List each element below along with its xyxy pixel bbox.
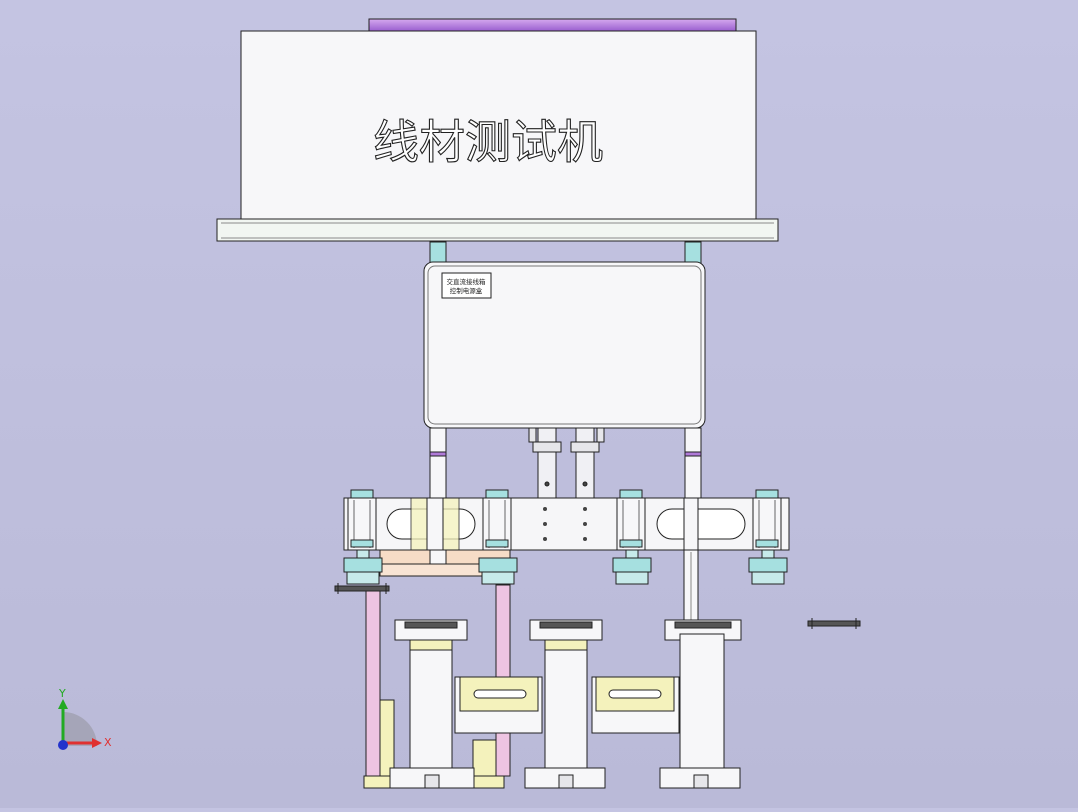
z-axis-origin	[58, 740, 68, 750]
axis-triad	[58, 699, 102, 750]
left-probe-bar	[334, 585, 390, 592]
right-probe-bar	[807, 620, 861, 627]
control-panel	[423, 261, 706, 429]
panel-nameplate	[441, 272, 492, 299]
cylinder-heads	[343, 557, 788, 585]
cylinder-3	[616, 489, 646, 559]
left-pink-rail	[365, 589, 381, 777]
station-3	[659, 619, 742, 789]
top-purple-strip	[368, 18, 737, 32]
housing-body	[240, 30, 757, 220]
beam-bolt-pattern	[543, 507, 587, 541]
cylinder-1	[347, 489, 377, 559]
station-1	[363, 619, 505, 789]
x-axis-label: X	[104, 736, 112, 749]
y-axis-label: Y	[58, 687, 66, 700]
machine-title: 线材测试机	[373, 115, 603, 169]
upper-posts	[429, 241, 702, 265]
cylinder-2	[482, 489, 512, 559]
control-box	[423, 261, 706, 429]
cylinder-4	[752, 489, 782, 559]
beam-cylinders	[347, 489, 782, 559]
cross-beam	[343, 497, 790, 551]
probe-bars	[334, 583, 861, 629]
slot-blocks	[454, 676, 680, 734]
support-columns	[429, 427, 702, 623]
nameplate-line1: 交直流接线箱	[447, 277, 487, 286]
nameplate-line2: 控制电源盒	[450, 286, 483, 295]
station-2	[524, 619, 606, 789]
housing-base-plate	[216, 218, 779, 242]
top-housing	[216, 18, 779, 242]
